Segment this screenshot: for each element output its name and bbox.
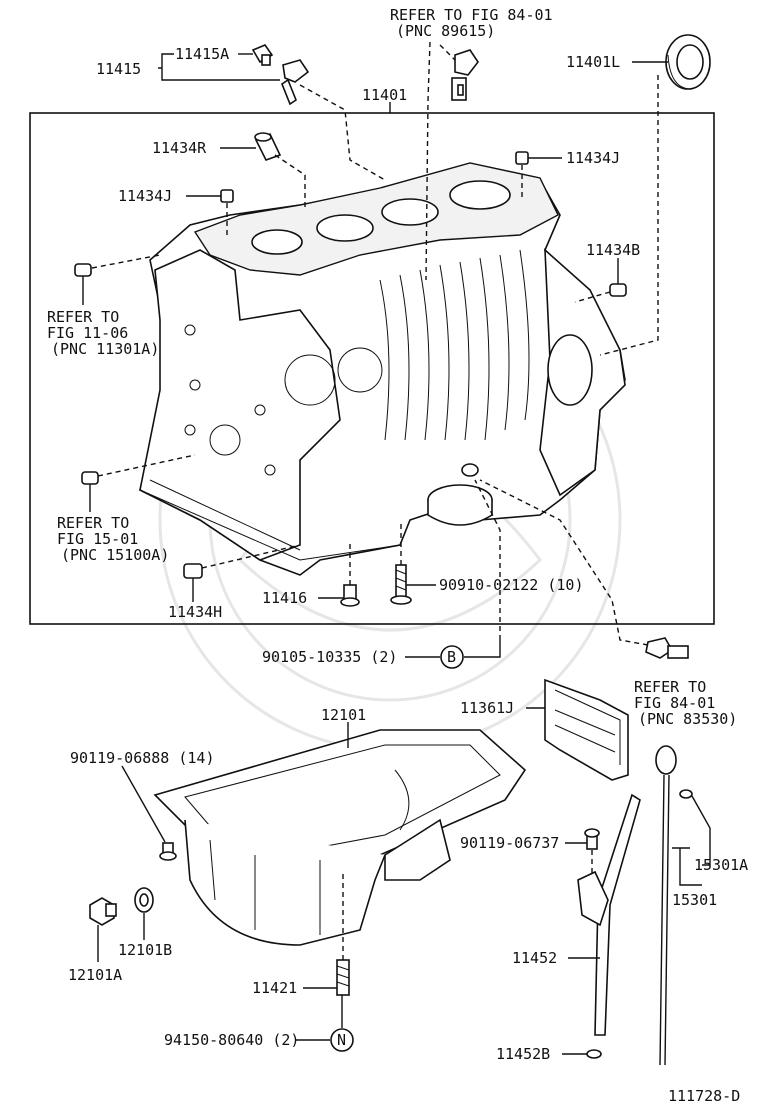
label-marker-n: N <box>337 1031 346 1049</box>
leader-lines <box>82 41 711 1055</box>
labels: REFER TO FIG 84-01 (PNC 89615) 11415 114… <box>47 6 748 1105</box>
label-refer-right-3: (PNC 83530) <box>638 710 737 728</box>
label-11452b: 11452B <box>496 1045 550 1063</box>
label-11361j: 11361J <box>460 699 514 717</box>
label-11434j-left: 11434J <box>118 187 172 205</box>
label-11415a: 11415A <box>175 45 229 63</box>
oil-pan-12101 <box>153 729 527 946</box>
plug-left-upper <box>74 263 92 277</box>
label-refer-left2-2: FIG 15-01 <box>57 530 138 548</box>
part-11415 <box>281 59 310 106</box>
label-refer-left1-3: (PNC 11301A) <box>51 340 159 358</box>
marker-b <box>440 645 464 669</box>
cylinder-block <box>139 162 626 576</box>
oil-pressure-switch <box>645 637 689 659</box>
label-11415: 11415 <box>96 60 141 78</box>
baffle-11361j <box>544 678 629 781</box>
label-94150: 94150-80640 (2) <box>164 1031 299 1049</box>
plug-11434j-left <box>220 189 234 203</box>
label-90105: 90105-10335 (2) <box>262 648 397 666</box>
label-refer-left1-2: FIG 11-06 <box>47 324 128 342</box>
label-90119-06737: 90119-06737 <box>460 834 559 852</box>
label-11434r: 11434R <box>152 139 207 157</box>
oring-11452b <box>586 1049 602 1059</box>
label-11416: 11416 <box>262 589 307 607</box>
plug-11434b <box>609 283 627 297</box>
label-90910: 90910-02122 (10) <box>439 576 584 594</box>
label-11452: 11452 <box>512 949 557 967</box>
figure-id: 111728-D <box>668 1087 740 1105</box>
label-refer-top-1: REFER TO FIG 84-01 <box>390 6 553 24</box>
dipstick-15301 <box>655 745 677 1066</box>
label-11434b: 11434B <box>586 241 640 259</box>
seal-11401l <box>665 34 711 90</box>
label-12101a: 12101A <box>68 966 122 984</box>
marker-n <box>330 1028 354 1052</box>
block-frame <box>29 112 715 625</box>
label-12101: 12101 <box>321 706 366 724</box>
plug-11434h <box>183 563 203 579</box>
label-refer-right-2: FIG 84-01 <box>634 694 715 712</box>
label-refer-top-2: (PNC 89615) <box>396 22 495 40</box>
plug-11434j-right <box>515 151 529 165</box>
drain-plug-12101a <box>89 897 117 926</box>
bolt-11416 <box>340 584 360 607</box>
part-11415a <box>251 44 274 66</box>
bolt-90119-06888 <box>159 842 177 861</box>
label-90119-06888: 90119-06888 (14) <box>70 749 215 767</box>
label-11434j-right: 11434J <box>566 149 620 167</box>
label-11434h: 11434H <box>168 603 222 621</box>
label-11401l: 11401L <box>566 53 620 71</box>
label-refer-left2-1: REFER TO <box>57 514 129 532</box>
dipstick-guide-11452 <box>577 793 641 1036</box>
gasket-12101b <box>134 887 154 913</box>
label-15301: 15301 <box>672 891 717 909</box>
label-11401: 11401 <box>362 86 407 104</box>
sensor-89615 <box>451 49 479 101</box>
label-refer-left2-3: (PNC 15100A) <box>61 546 169 564</box>
oring-15301a <box>679 789 693 799</box>
stud-11421 <box>336 959 350 996</box>
label-marker-b: B <box>447 648 456 666</box>
label-12101b: 12101B <box>118 941 172 959</box>
label-15301a: 15301A <box>694 856 748 874</box>
label-refer-left1-1: REFER TO <box>47 308 119 326</box>
label-11421: 11421 <box>252 979 297 997</box>
label-refer-right-1: REFER TO <box>634 678 706 696</box>
plug-left-lower <box>81 471 99 485</box>
bolt-90119-06737 <box>584 828 600 850</box>
plug-11434r <box>254 132 282 161</box>
bolt-90910 <box>390 564 412 605</box>
